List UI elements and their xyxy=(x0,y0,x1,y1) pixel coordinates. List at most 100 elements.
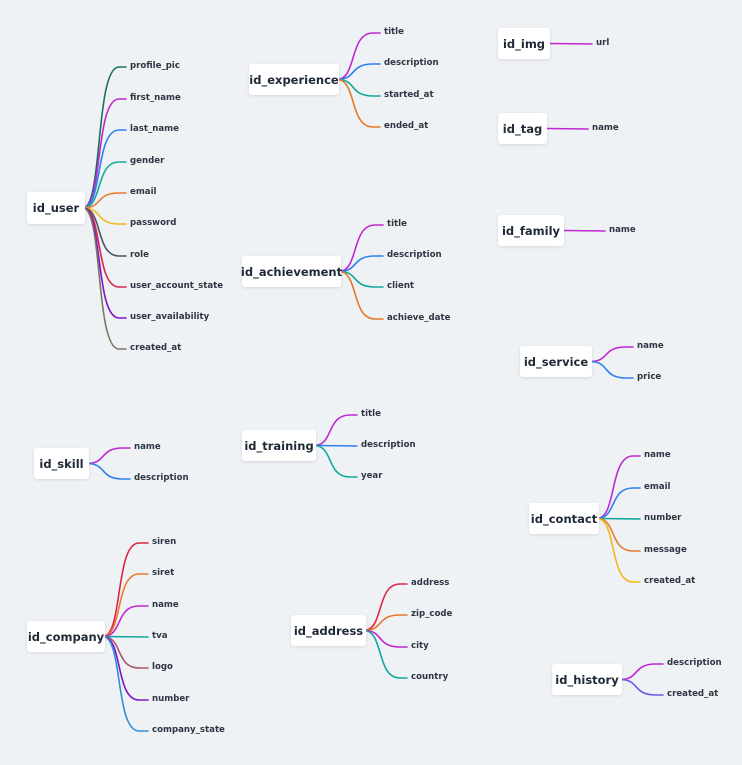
leaf-id-training-title: title xyxy=(361,409,381,419)
leaf-id-achievement-description: description xyxy=(387,250,442,260)
connector-id-training-description xyxy=(315,444,358,447)
root-node-id-contact[interactable]: id_contact xyxy=(529,503,599,534)
connector-id-address-zip-code xyxy=(363,614,408,632)
connector-id-contact-message xyxy=(596,517,641,552)
mindmap-id-address-connectors xyxy=(363,583,408,679)
connector-id-training-year xyxy=(313,444,358,478)
connector-id-user-email xyxy=(82,192,127,209)
leaf-id-img-url: url xyxy=(596,38,610,48)
connector-id-company-name xyxy=(102,605,149,638)
root-node-id-address[interactable]: id_address xyxy=(291,615,366,646)
root-node-id-company[interactable]: id_company xyxy=(27,621,105,652)
connector-id-achievement-description xyxy=(338,255,384,273)
leaf-id-address-zip-code: zip_code xyxy=(411,609,453,619)
root-node-id-user[interactable]: id_user xyxy=(27,192,85,224)
leaf-id-address-address: address xyxy=(411,578,450,588)
root-node-id-experience[interactable]: id_experience xyxy=(249,64,339,95)
root-node-id-skill[interactable]: id_skill xyxy=(34,448,89,479)
leaf-id-family-name: name xyxy=(609,225,636,235)
leaf-id-contact-email: email xyxy=(644,482,671,492)
leaf-id-experience-description: description xyxy=(384,58,439,68)
leaf-id-company-number: number xyxy=(152,694,190,704)
connector-id-img-url xyxy=(549,42,593,45)
mindmap-id-company-connectors xyxy=(102,542,149,732)
connector-id-contact-email xyxy=(596,487,641,520)
connector-id-achievement-title xyxy=(338,224,384,273)
leaf-id-user-gender: gender xyxy=(130,156,165,166)
leaf-id-user-email: email xyxy=(130,187,157,197)
mindmap-id-family-connectors xyxy=(563,229,606,232)
leaf-id-contact-created-at: created_at xyxy=(644,576,696,586)
leaf-id-achievement-client: client xyxy=(387,281,415,291)
leaf-id-service-name: name xyxy=(637,341,664,351)
root-node-id-history[interactable]: id_history xyxy=(552,664,622,695)
leaf-id-tag-name: name xyxy=(592,123,619,133)
connector-id-company-siren xyxy=(102,542,149,638)
leaf-id-contact-message: message xyxy=(644,545,687,555)
connector-id-address-address xyxy=(363,583,408,632)
root-node-id-achievement[interactable]: id_achievement xyxy=(241,256,342,287)
leaf-id-user-created-at: created_at xyxy=(130,343,182,353)
connector-id-training-title xyxy=(313,414,358,447)
mindmap-id-user-connectors xyxy=(82,66,127,350)
leaf-id-experience-ended-at: ended_at xyxy=(384,121,429,131)
leaf-id-user-first-name: first_name xyxy=(130,93,181,103)
leaf-id-company-company-state: company_state xyxy=(152,725,225,735)
connector-id-experience-ended-at xyxy=(336,78,381,128)
connector-id-contact-created-at xyxy=(596,517,641,583)
leaf-id-user-profile-pic: profile_pic xyxy=(130,61,180,71)
mindmap-id-achievement-connectors xyxy=(338,224,384,320)
root-node-id-training[interactable]: id_training xyxy=(242,430,316,461)
connector-id-contact-name xyxy=(596,455,641,520)
root-node-id-service[interactable]: id_service xyxy=(520,346,592,377)
leaf-id-company-siret: siret xyxy=(152,568,175,578)
connector-id-history-description xyxy=(619,663,664,681)
mindmap-id-experience-connectors xyxy=(336,32,381,128)
connector-id-company-tva xyxy=(104,635,149,638)
leaf-id-training-year: year xyxy=(361,471,383,481)
mindmap-id-skill-connectors xyxy=(86,447,131,480)
leaf-id-experience-title: title xyxy=(384,27,404,37)
leaf-id-achievement-title: title xyxy=(387,219,407,229)
mindmap-id-img-connectors xyxy=(549,42,593,45)
leaf-id-training-description: description xyxy=(361,440,416,450)
root-node-id-family[interactable]: id_family xyxy=(498,215,564,246)
mindmap-id-service-connectors xyxy=(589,346,634,379)
connector-id-user-first-name xyxy=(82,98,127,209)
leaf-id-user-role: role xyxy=(130,250,149,260)
connector-id-service-name xyxy=(589,346,634,363)
leaf-id-achievement-achieve-date: achieve_date xyxy=(387,313,451,323)
leaf-id-user-user-account-state: user_account_state xyxy=(130,281,224,291)
leaf-id-skill-description: description xyxy=(134,473,189,483)
connector-id-company-siret xyxy=(102,573,149,638)
mindmap-id-tag-connectors xyxy=(546,127,589,130)
connector-id-skill-description xyxy=(86,462,131,480)
connector-id-user-last-name xyxy=(82,129,127,209)
leaf-id-address-city: city xyxy=(411,641,429,651)
leaf-id-company-siren: siren xyxy=(152,537,177,547)
connector-id-user-created-at xyxy=(82,207,127,350)
connector-id-company-logo xyxy=(102,635,149,669)
leaf-id-history-created-at: created_at xyxy=(667,689,719,699)
leaf-id-company-tva: tva xyxy=(152,631,168,641)
leaf-id-user-user-availability: user_availability xyxy=(130,312,210,322)
leaf-id-address-country: country xyxy=(411,672,449,682)
connector-id-contact-number xyxy=(598,517,641,520)
connector-id-skill-name xyxy=(86,447,131,465)
connector-id-achievement-achieve-date xyxy=(338,270,384,320)
leaf-id-contact-number: number xyxy=(644,513,682,523)
connector-id-service-price xyxy=(589,360,634,379)
connector-id-address-country xyxy=(363,629,408,679)
connector-id-history-created-at xyxy=(619,678,664,696)
connector-id-family-name xyxy=(563,229,606,232)
root-node-id-img[interactable]: id_img xyxy=(498,28,550,59)
connector-id-tag-name xyxy=(546,127,589,130)
mindmap-id-history-connectors xyxy=(619,663,664,696)
root-node-id-tag[interactable]: id_tag xyxy=(498,113,547,144)
connector-id-experience-description xyxy=(336,63,381,81)
connector-id-company-company-state xyxy=(102,635,149,732)
leaf-id-contact-name: name xyxy=(644,450,671,460)
connector-id-user-profile-pic xyxy=(82,66,127,209)
